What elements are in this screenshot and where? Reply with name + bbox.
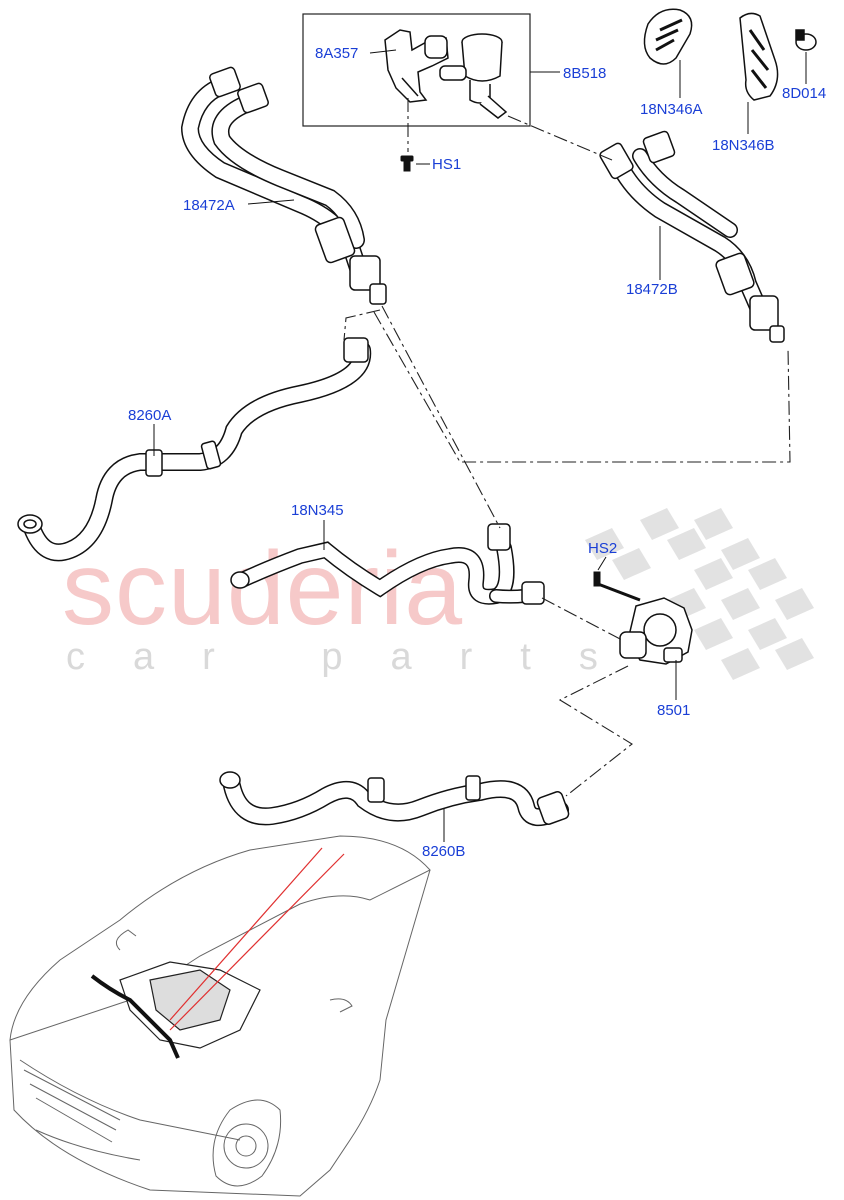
watermark-checker: [585, 508, 814, 680]
callout-8260a: 8260A: [128, 407, 172, 424]
valve-8b518: [439, 33, 508, 119]
callout-8260b: 8260B: [422, 843, 466, 860]
locator-engine-bay: [90, 961, 261, 1059]
bracket-8a357: [384, 29, 449, 103]
callout-18472a: 18472A: [183, 197, 235, 214]
kit-box: [302, 13, 531, 127]
hose-18472b-connectors: [599, 130, 785, 343]
callout-8a357: 8A357: [315, 45, 359, 62]
hose-18n345: [234, 540, 541, 605]
hose-8260b-connectors: [219, 771, 570, 825]
hose-8260a: [23, 341, 372, 562]
seal-plate-18n346b: [739, 12, 779, 101]
callout-8501: 8501: [657, 702, 691, 719]
callout-hs1: HS1: [432, 156, 462, 173]
hose-8260b: [223, 777, 569, 826]
vehicle-locator: [9, 835, 431, 1197]
callout-18n345: 18N345: [291, 502, 344, 519]
callout-8b518: 8B518: [563, 65, 607, 82]
callout-8d014: 8D014: [782, 85, 827, 102]
callout-18n346a: 18N346A: [640, 101, 703, 118]
connection-lines: [343, 98, 791, 797]
grommet-18n346a: [643, 8, 693, 65]
callout-18n346b: 18N346B: [712, 137, 775, 154]
leader-lines: [153, 49, 807, 842]
hose-8260a-connectors: [17, 337, 369, 534]
hose-18n345-connectors: [230, 523, 545, 605]
pump-8501: [619, 597, 693, 665]
bolt-hs2: [593, 571, 641, 602]
locator-lines: [169, 847, 345, 1031]
bolt-hs1: [400, 155, 414, 172]
callout-hs2: HS2: [588, 540, 618, 557]
clip-8d014: [795, 29, 817, 51]
hose-18472a-connectors: [209, 66, 387, 305]
callout-18472b: 18472B: [626, 281, 678, 298]
